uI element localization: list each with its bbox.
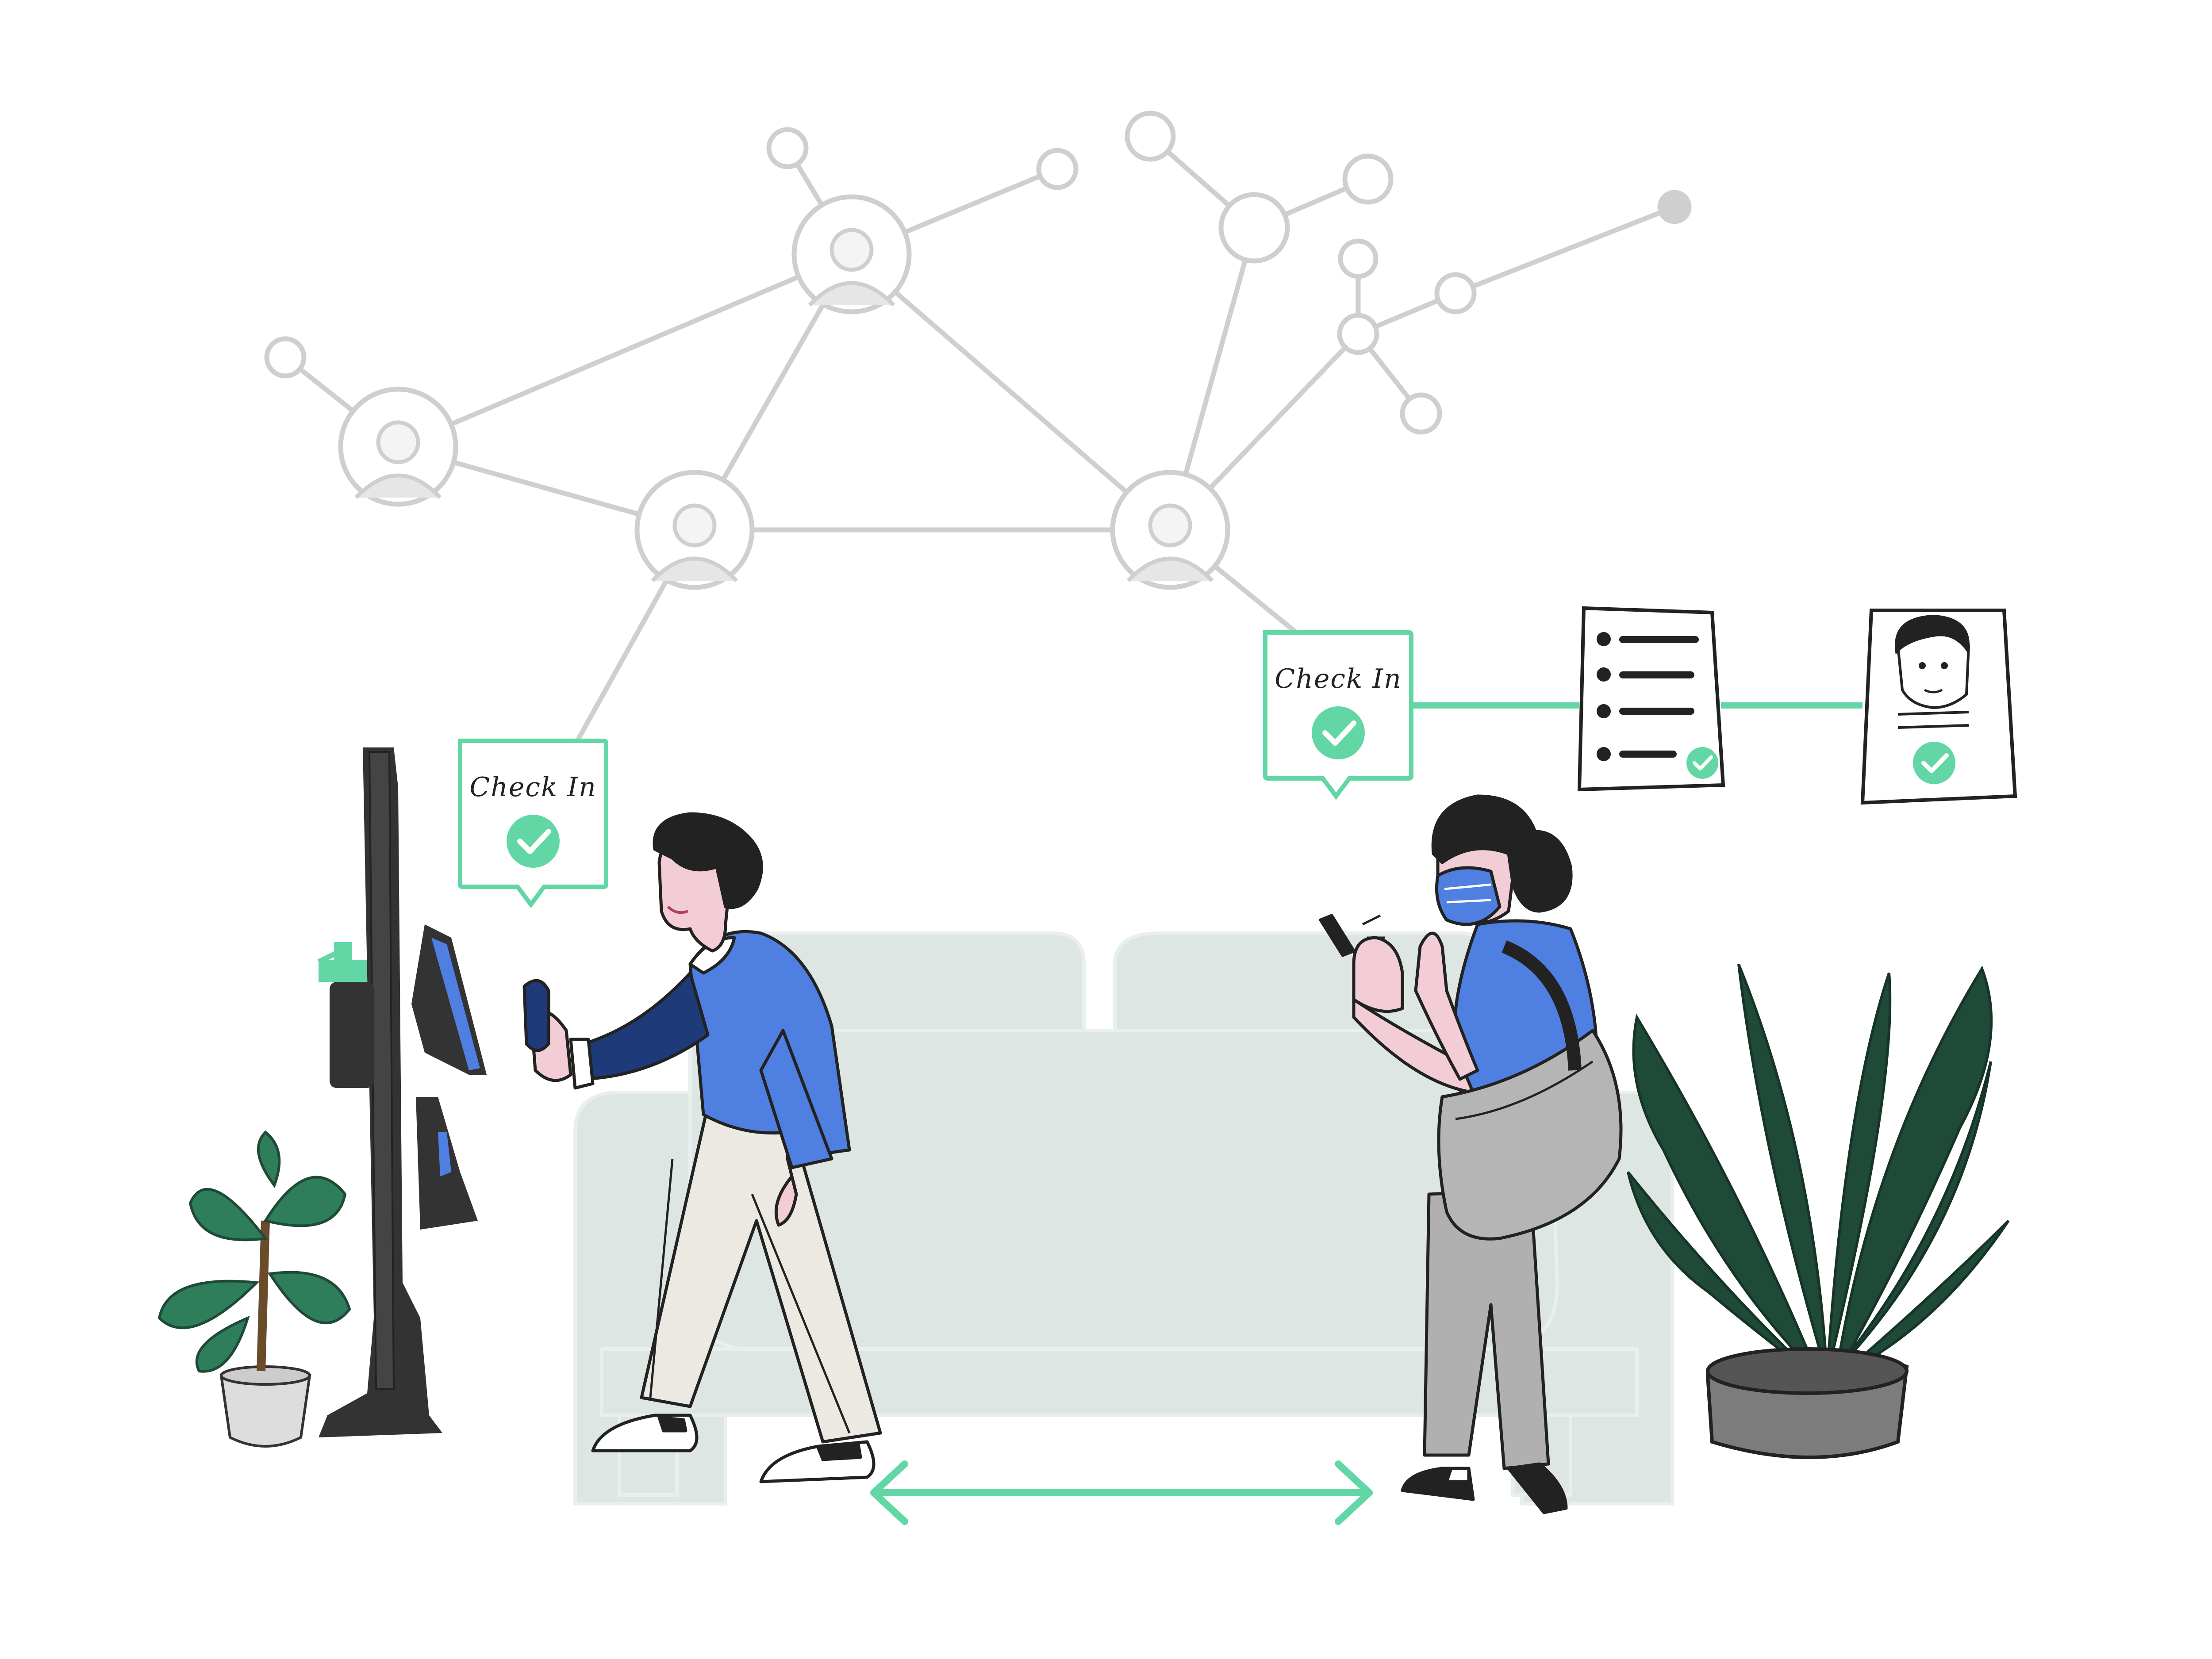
man-arm: [573, 971, 710, 1081]
phone-icon: [1319, 914, 1356, 957]
user-icon: [651, 503, 738, 582]
network-graph: [264, 111, 1692, 742]
check-circle-icon: [1913, 742, 1955, 784]
user-icon: [808, 228, 895, 307]
network-user-node: [1110, 470, 1230, 590]
check-circle-icon: [507, 815, 560, 868]
face-mask: [1435, 866, 1502, 926]
woman-shoe: [1507, 1462, 1568, 1514]
network-links: [284, 134, 1676, 742]
network-user-node: [791, 194, 912, 314]
network-nodes: [264, 111, 1692, 435]
check-in-badge: Check In: [1263, 630, 1413, 800]
document-list-icon: [1577, 606, 1725, 792]
man-walking-with-card: [522, 812, 882, 1483]
check-in-label: Check In: [1275, 663, 1402, 694]
user-icon: [354, 420, 442, 499]
network-user-node: [634, 470, 755, 590]
man-hair: [653, 812, 763, 909]
check-circle-icon: [1686, 747, 1718, 779]
potted-plant-large: [1627, 963, 2010, 1459]
user-icon: [1126, 503, 1214, 582]
social-distance-double-arrow-icon: [870, 1460, 1373, 1525]
man-held-card: [522, 979, 550, 1052]
id-card-icon: [1860, 609, 2017, 805]
check-in-badge: Check In: [458, 739, 608, 908]
woman-trousers: [1423, 1188, 1550, 1470]
network-user-node: [338, 387, 458, 507]
check-circle-icon: [1312, 706, 1365, 759]
check-in-kiosk: [317, 747, 487, 1437]
shoulder-bag: [1437, 1029, 1623, 1241]
potted-plant-small: [157, 1130, 351, 1448]
woman-hair: [1431, 794, 1573, 913]
woman-with-phone: [1319, 794, 1623, 1514]
check-in-label: Check In: [469, 772, 596, 803]
